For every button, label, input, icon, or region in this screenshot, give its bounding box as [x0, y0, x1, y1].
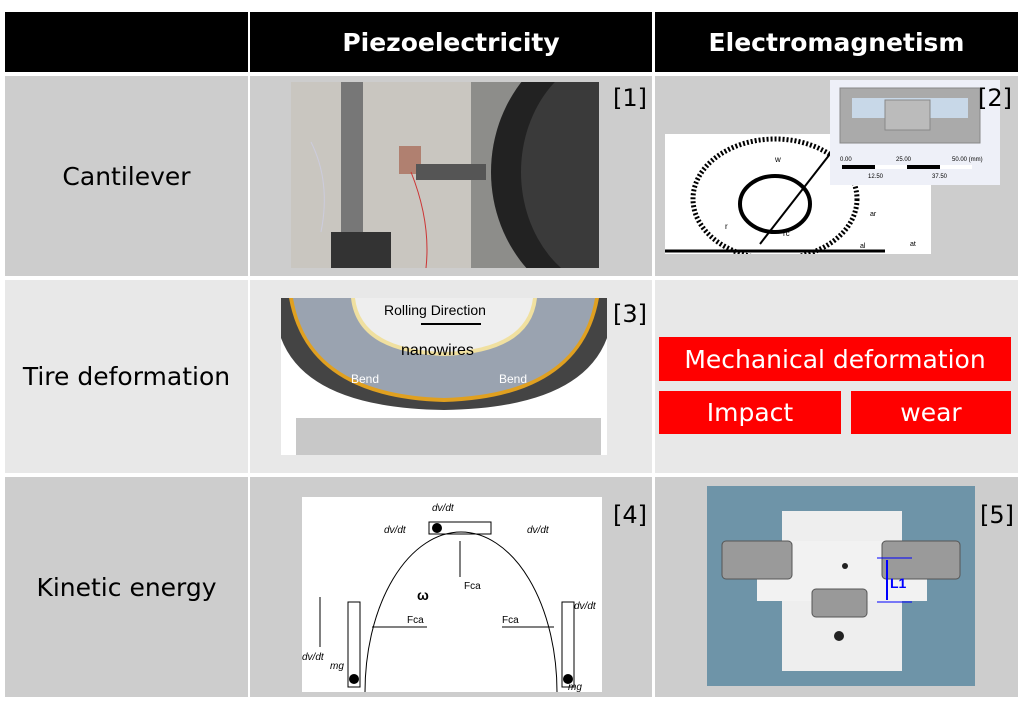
cell-em-tire: Mechanical deformation Impact wear: [655, 280, 1018, 473]
dvdt-left: dv/dt: [384, 525, 407, 536]
tire-nanowire-diagram: Rolling Direction nanowires Bend Bend: [281, 298, 607, 455]
impact-box: Impact: [659, 391, 841, 434]
bend-label-right: Bend: [499, 372, 527, 386]
dvdt-top: dv/dt: [432, 503, 455, 514]
label-al: al: [860, 243, 866, 250]
fca-top: Fca: [464, 581, 481, 592]
magnet-photo: L1: [707, 486, 975, 686]
scale-25: 25.00: [896, 157, 912, 163]
cell-em-cantilever: w r rc ar at al 0.00 25.00 50.00 (mm) 12…: [655, 76, 1018, 276]
reference-2: [2]: [978, 84, 1012, 112]
label-ar: ar: [870, 211, 877, 218]
mg-right: mg: [568, 682, 582, 692]
label-at: at: [910, 241, 916, 248]
header-piezoelectricity: Piezoelectricity: [250, 12, 652, 72]
label-r: r: [725, 222, 728, 231]
cell-piezo-tire: Rolling Direction nanowires Bend Bend [3…: [250, 280, 652, 473]
rolling-direction-label: Rolling Direction: [384, 302, 486, 318]
reference-3: [3]: [613, 300, 647, 328]
scale-50: 50.00 (mm): [952, 157, 983, 163]
dvdt-far-right: dv/dt: [574, 601, 597, 612]
row-label-kinetic-energy: Kinetic energy: [5, 477, 248, 697]
scale-12: 12.50: [868, 174, 884, 180]
mg-left: mg: [330, 661, 344, 672]
fca-left: Fca: [407, 615, 424, 626]
em-harvester-model: 0.00 25.00 50.00 (mm) 12.50 37.50: [830, 80, 1000, 185]
reference-5: [5]: [980, 501, 1014, 529]
header-electromagnetism: Electromagnetism: [655, 12, 1018, 72]
label-w: w: [774, 155, 781, 164]
dvdt-far-left: dv/dt: [302, 652, 325, 663]
nanowires-label: nanowires: [401, 342, 474, 359]
row-label-tire-deformation: Tire deformation: [5, 280, 248, 473]
header-empty: [5, 12, 248, 72]
kinetic-diagram: dv/dt dv/dt dv/dt dv/dt dv/dt Fca Fca Fc…: [302, 497, 602, 692]
wear-box: wear: [851, 391, 1011, 434]
omega-label: ω: [417, 587, 429, 603]
cell-piezo-cantilever: [1]: [250, 76, 652, 276]
cell-piezo-kinetic: dv/dt dv/dt dv/dt dv/dt dv/dt Fca Fca Fc…: [250, 477, 652, 697]
row-label-cantilever: Cantilever: [5, 76, 248, 276]
reference-4: [4]: [613, 501, 647, 529]
dvdt-right: dv/dt: [527, 525, 550, 536]
label-rc: rc: [783, 229, 790, 238]
cantilever-photo: [291, 82, 599, 268]
bend-label-left: Bend: [351, 372, 379, 386]
cell-em-kinetic: L1 [5]: [655, 477, 1018, 697]
fca-right: Fca: [502, 615, 519, 626]
scale-0: 0.00: [840, 157, 852, 163]
reference-1: [1]: [613, 84, 647, 112]
scale-37: 37.50: [932, 174, 948, 180]
l1-label: L1: [890, 575, 907, 591]
mechanical-deformation-box: Mechanical deformation: [659, 337, 1011, 381]
